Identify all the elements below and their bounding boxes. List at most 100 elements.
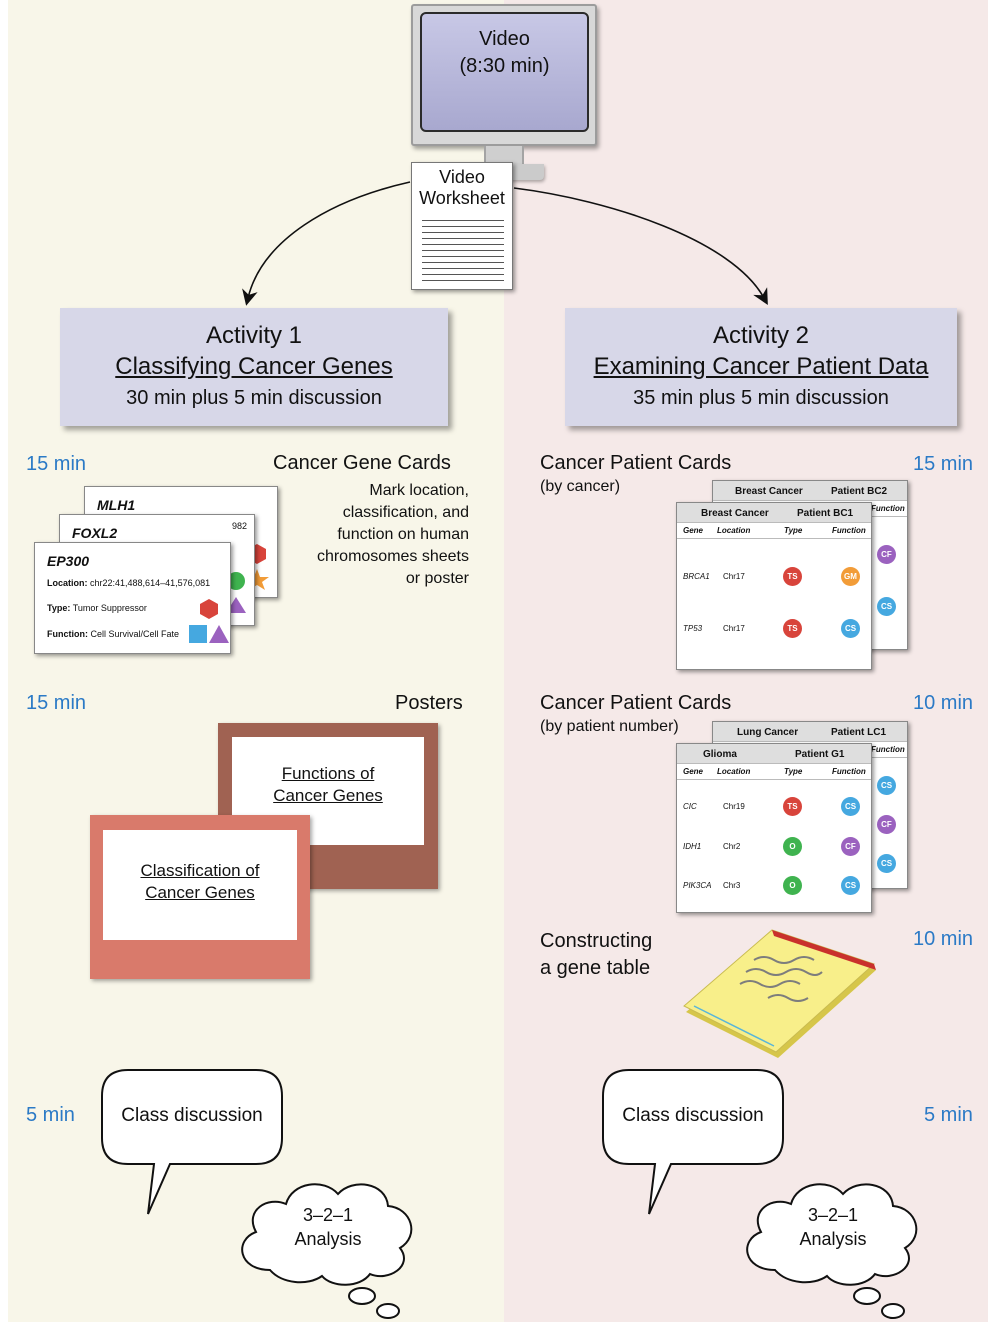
badge: CF: [877, 545, 896, 564]
cancer-name: Glioma: [703, 749, 737, 760]
a2-step2-title: Cancer Patient Cards: [540, 692, 732, 714]
worksheet-lines: [422, 215, 504, 281]
activity2-subtitle: Examining Cancer Patient Data: [593, 353, 929, 380]
arrow-to-activity2: [513, 187, 768, 305]
poster-title-line: Classification of: [140, 861, 260, 880]
patient-id: Patient BC1: [797, 508, 854, 519]
patient-card-header: Breast Cancer Patient BC2: [713, 481, 907, 501]
cloud-line: 3–2–1: [807, 1205, 859, 1225]
badge: TS: [783, 797, 802, 816]
patient-card-subheader: Gene Location Type Function: [677, 764, 871, 780]
arrow-to-activity1: [242, 181, 411, 306]
worksheet-label-2: Worksheet: [419, 188, 505, 208]
a1-step3-time: 5 min: [26, 1104, 75, 1126]
gene-card-ep300: EP300 Location: chr22:41,488,614–41,576,…: [34, 542, 231, 654]
activity2-time: 35 min plus 5 min discussion: [633, 387, 889, 409]
function-value: Cell Survival/Cell Fate: [90, 629, 180, 639]
poster-title-line: Cancer Genes: [145, 883, 255, 902]
column-function: Function: [871, 745, 905, 754]
a1-step1-title: Cancer Gene Cards: [273, 452, 451, 474]
a1-desc-line: or poster: [405, 570, 469, 587]
a2-step1-subtitle: (by cancer): [540, 478, 621, 495]
a2-step1-title: Cancer Patient Cards: [540, 452, 732, 474]
cancer-name: Breast Cancer: [701, 508, 769, 519]
column-function: Function: [832, 526, 866, 535]
column-function: Function: [832, 767, 866, 776]
video-duration: (8:30 min): [459, 55, 550, 77]
patient-id: Patient LC1: [831, 727, 887, 738]
cloud-line: Analysis: [799, 1229, 867, 1249]
row-gene: TP53: [683, 624, 703, 633]
patient-card-header: Breast Cancer Patient BC1: [677, 503, 871, 523]
badge: CF: [877, 815, 896, 834]
gene-function-line: Function: Cell Survival/Cell Fate: [47, 629, 179, 639]
column-gene: Gene: [683, 767, 704, 776]
badge: CS: [841, 876, 860, 895]
patient-card-bc1: Breast Cancer Patient BC1 Gene Location …: [676, 502, 872, 670]
row-location: Chr17: [723, 624, 745, 633]
monitor-stand: [484, 146, 524, 166]
title-line: a gene table: [540, 957, 651, 979]
function-label: Function:: [47, 629, 88, 639]
column-type: Type: [784, 767, 803, 776]
a1-desc-line: classification, and: [342, 504, 469, 521]
badge: CS: [877, 597, 896, 616]
a1-desc-line: chromosomes sheets: [316, 548, 469, 565]
a2-step4-time: 5 min: [924, 1104, 973, 1126]
activity1-title: Activity 1: [205, 322, 303, 349]
a2-step2-subtitle: (by patient number): [540, 718, 679, 735]
gene-name: MLH1: [97, 497, 136, 513]
gene-location-line: Location: chr22:41,488,614–41,576,081: [47, 578, 210, 588]
patient-card-header: Glioma Patient G1: [677, 744, 871, 764]
column-gene: Gene: [683, 526, 704, 535]
a2-step2-time: 10 min: [913, 692, 974, 714]
a2-thought-cloud: [746, 1183, 918, 1319]
activity2-title: Activity 2: [712, 322, 810, 349]
patient-card-header: Lung Cancer Patient LC1: [713, 722, 907, 742]
title-line: Constructing: [540, 930, 653, 952]
a1-desc-line: function on human: [337, 526, 469, 543]
video-worksheet: Video Worksheet: [411, 162, 513, 290]
a1-step2-title: Posters: [395, 692, 463, 714]
poster-classification-sheet: Classification of Cancer Genes: [103, 830, 297, 940]
activity2-header: Activity 2 Examining Cancer Patient Data…: [565, 308, 957, 426]
patient-card-subheader: Gene Location Type Function: [677, 523, 871, 539]
patient-card-g1: Glioma Patient G1 Gene Location Type Fun…: [676, 743, 872, 913]
badge: CS: [841, 797, 860, 816]
cloud-line: Analysis: [294, 1229, 362, 1249]
a2-cloud-text: 3–2–1 Analysis: [758, 1203, 908, 1251]
type-label: Type:: [47, 603, 71, 613]
a2-step3-title: Constructing a gene table: [540, 928, 652, 982]
location-label: Location:: [47, 578, 88, 588]
poster-title-line: Cancer Genes: [273, 786, 383, 805]
column-function: Function: [871, 504, 905, 513]
a1-step2-time: 15 min: [26, 692, 87, 714]
video-label: Video: [479, 28, 530, 50]
gene-name: FOXL2: [72, 525, 118, 541]
a1-step1-time: 15 min: [26, 453, 87, 475]
a2-speech-bubble: [602, 1069, 784, 1215]
badge: CF: [841, 837, 860, 856]
row-gene: CIC: [683, 802, 697, 811]
worksheet-label-1: Video: [439, 167, 485, 187]
a1-cloud-text: 3–2–1 Analysis: [253, 1203, 403, 1251]
row-location: Chr3: [723, 881, 741, 890]
cloud-line: 3–2–1: [302, 1205, 354, 1225]
a2-step3-time: 10 min: [913, 928, 974, 950]
cancer-name: Lung Cancer: [737, 727, 799, 738]
badge: CS: [841, 619, 860, 638]
activity1-header: Activity 1 Classifying Cancer Genes 30 m…: [60, 308, 448, 426]
column-location: Location: [717, 526, 751, 535]
badge: TS: [783, 619, 802, 638]
row-gene: IDH1: [683, 842, 702, 851]
poster-classification: Classification of Cancer Genes: [90, 815, 310, 979]
gene-type-line: Type: Tumor Suppressor: [47, 603, 147, 613]
row-location: Chr2: [723, 842, 741, 851]
gene-card-shapes: [189, 599, 229, 643]
badge: CS: [877, 776, 896, 795]
activity1-subtitle: Classifying Cancer Genes: [115, 353, 393, 380]
gene-peek-text: 982: [232, 521, 248, 531]
patient-id: Patient BC2: [831, 486, 888, 497]
poster-title-line: Functions of: [281, 764, 375, 783]
